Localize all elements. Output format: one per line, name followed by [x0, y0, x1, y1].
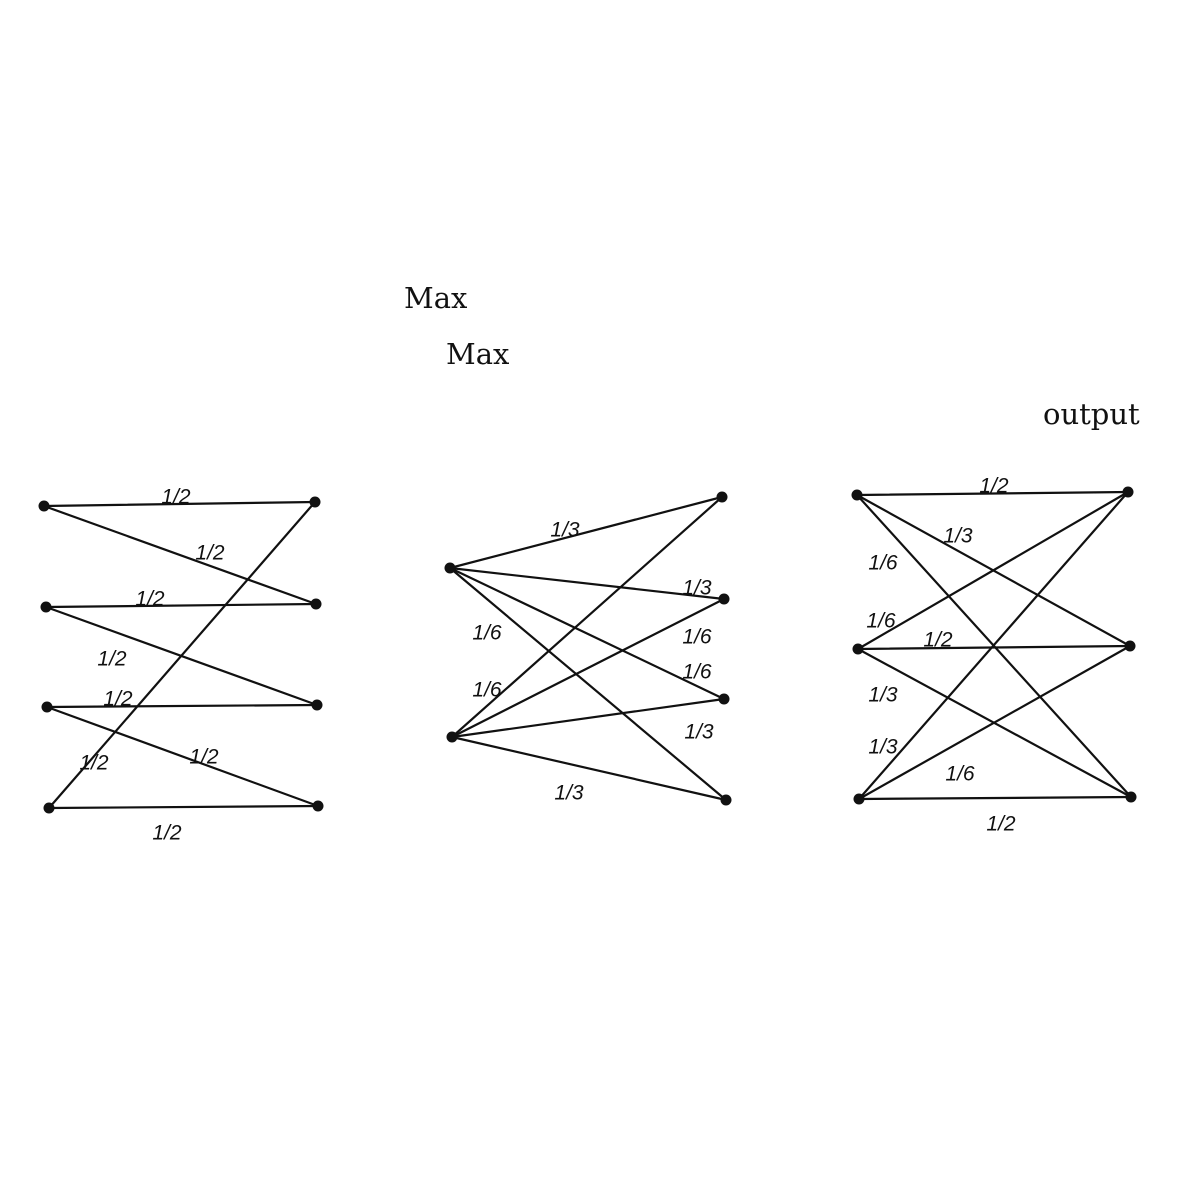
node-right-L1 [851, 489, 863, 501]
node-left-L1 [38, 500, 50, 512]
edge-left-L4-R4 [47, 804, 320, 810]
edge-label-middle-A-R3: 1/6 [472, 622, 502, 645]
edge-label-left-L2-R3: 1/2 [135, 588, 165, 611]
node-right-R1 [1122, 486, 1134, 498]
edge-label-left-L1-R1: 1/2 [161, 486, 191, 509]
edge-label-right-L1-R1: 1/2 [979, 475, 1009, 498]
edge-middle-A-R4 [448, 566, 728, 802]
edge-right-L3-R1 [857, 490, 1130, 801]
edge-middle-A-R2 [448, 566, 726, 601]
edge-label-left-L4-R4: 1/2 [189, 746, 219, 769]
graph-left: 1/2 1/2 1/2 1/2 1/2 1/2 1/2 1/2 [38, 486, 324, 845]
edge-middle-A-R1 [448, 495, 724, 570]
node-left-R2 [310, 598, 322, 610]
heading-max-1: Max [404, 281, 468, 315]
heading-output: output [1043, 397, 1140, 431]
edge-right-L3-R2 [857, 644, 1132, 801]
node-middle-R3 [718, 693, 730, 705]
node-middle-B [446, 731, 458, 743]
edge-label-right-L1-R3: 1/6 [868, 552, 898, 575]
node-left-L2 [40, 601, 52, 613]
edge-label-right-L3-R2: 1/6 [945, 763, 975, 786]
node-left-R4 [312, 800, 324, 812]
edge-label-left-L1-R2: 1/2 [79, 752, 109, 775]
graph-right: 1/2 1/3 1/6 1/6 1/2 1/3 1/3 1/6 1/2 [851, 475, 1137, 836]
edge-label-middle-B-R1: 1/6 [472, 679, 502, 702]
edge-label-right-L3-R3: 1/2 [986, 813, 1016, 836]
edge-label-left-L3-R4: 1/2 [103, 688, 133, 711]
edge-label-middle-B-R2: 1/6 [682, 626, 712, 649]
heading-max-2: Max [446, 337, 510, 371]
edge-middle-B-R3 [450, 697, 726, 739]
edge-label-right-L3-R1: 1/3 [868, 736, 898, 759]
edge-middle-B-R2 [450, 597, 726, 739]
edge-label-right-L1-R2: 1/3 [943, 525, 973, 548]
node-right-L3 [853, 793, 865, 805]
node-middle-R1 [716, 491, 728, 503]
edge-right-L1-R1 [855, 490, 1130, 497]
node-middle-R2 [718, 593, 730, 605]
edge-label-right-L2-R2: 1/2 [923, 629, 953, 652]
edge-label-left-L2-R2: 1/2 [195, 542, 225, 565]
graph-middle: 1/3 1/3 1/6 1/6 1/6 1/6 1/3 1/3 [444, 491, 732, 806]
edge-left-L1-R2 [42, 504, 318, 606]
node-left-R1 [309, 496, 321, 508]
edge-label-left-L3-R3: 1/2 [97, 648, 127, 671]
edge-left-L3-R3 [45, 703, 319, 709]
edge-right-L2-R1 [856, 490, 1130, 651]
edge-left-L1-R1 [42, 500, 317, 508]
node-middle-R4 [720, 794, 732, 806]
edge-left-L2-R2 [44, 602, 318, 609]
node-left-R3 [311, 699, 323, 711]
edge-middle-B-R1 [450, 495, 724, 739]
node-right-R3 [1125, 791, 1137, 803]
edge-left-L3-R4 [45, 705, 320, 808]
node-right-L2 [852, 643, 864, 655]
edge-label-middle-A-R1: 1/3 [550, 519, 580, 542]
edge-label-right-L2-R1: 1/6 [866, 610, 896, 633]
edge-label-left-L4-R1: 1/2 [152, 822, 182, 845]
node-middle-A [444, 562, 456, 574]
node-left-L4 [43, 802, 55, 814]
edge-middle-B-R4 [450, 735, 728, 802]
edge-label-middle-A-R4: 1/6 [682, 661, 712, 684]
edge-label-middle-B-R3: 1/3 [684, 721, 714, 744]
edge-label-right-L2-R3: 1/3 [868, 684, 898, 707]
edge-right-L2-R2 [856, 644, 1132, 651]
edge-left-L4-R1 [47, 500, 317, 810]
edge-label-middle-B-R4: 1/3 [554, 782, 584, 805]
edge-right-L3-R3 [857, 795, 1133, 801]
edge-middle-A-R3 [448, 566, 726, 701]
edge-label-middle-A-R2: 1/3 [682, 577, 712, 600]
node-left-L3 [41, 701, 53, 713]
node-right-R2 [1124, 640, 1136, 652]
